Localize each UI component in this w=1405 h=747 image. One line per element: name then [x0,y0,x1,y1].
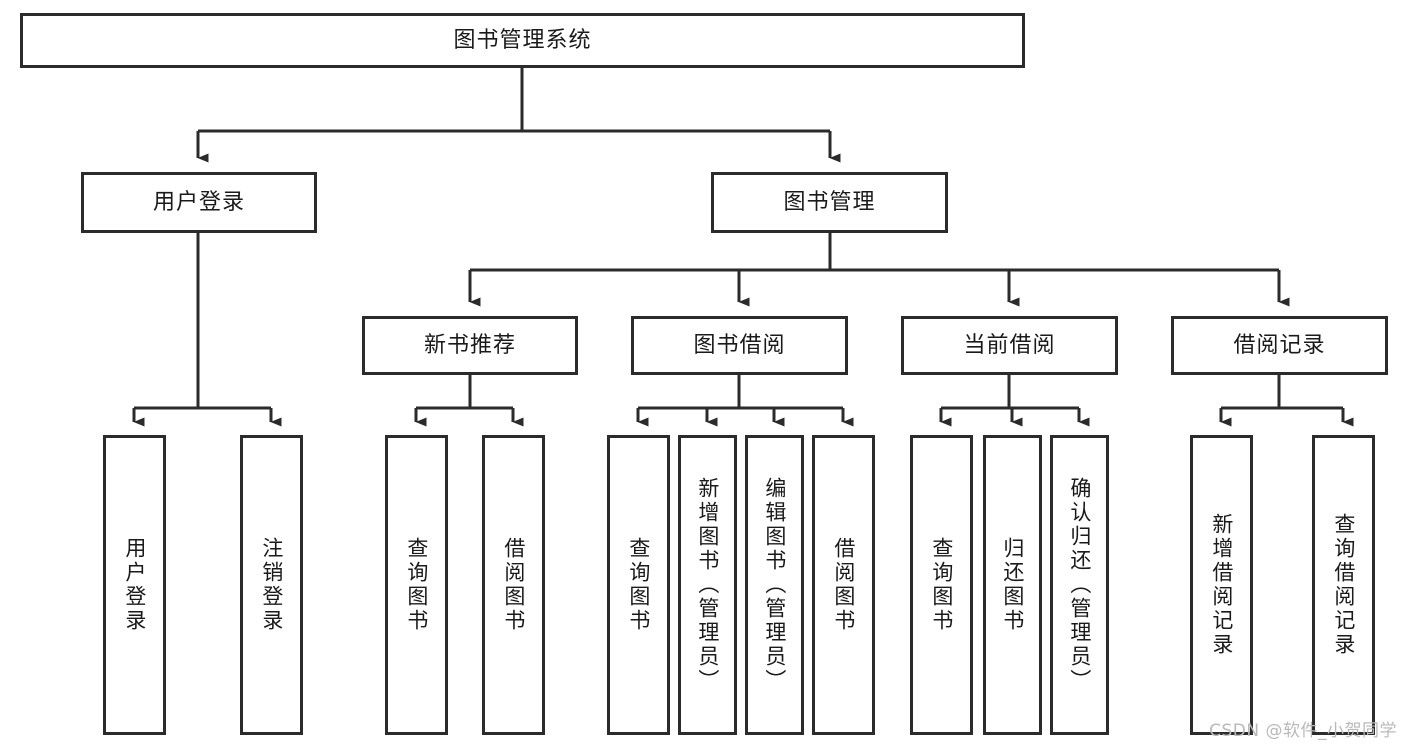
leaf-return-book[interactable]: 归还图书 [983,435,1042,735]
leaf-user-login[interactable]: 用户登录 [103,435,166,735]
node-user-login-label: 用户登录 [152,189,245,215]
node-book-manage[interactable]: 图书管理 [711,172,948,233]
leaf-query-borrow-record[interactable]: 查询借阅记录 [1312,435,1375,735]
node-root[interactable]: 图书管理系统 [20,13,1025,68]
leaf-add-book[interactable]: 新增图书（管理员） [678,435,737,735]
node-book-manage-label: 图书管理 [783,189,876,215]
node-book-borrow[interactable]: 图书借阅 [631,316,848,375]
node-borrow-record-label: 借阅记录 [1233,332,1326,358]
leaf-edit-book[interactable]: 编辑图书（管理员） [745,435,804,735]
leaf-query-book-recommend[interactable]: 查询图书 [385,435,448,735]
node-new-book-recommend[interactable]: 新书推荐 [362,316,578,375]
leaf-query-book-current[interactable]: 查询图书 [910,435,973,735]
node-new-book-recommend-label: 新书推荐 [423,332,516,358]
leaf-query-book-borrow[interactable]: 查询图书 [607,435,670,735]
leaf-borrow-book[interactable]: 借阅图书 [812,435,875,735]
leaf-borrow-book-recommend[interactable]: 借阅图书 [482,435,545,735]
leaf-borrow-book-label: 借阅图书 [831,537,856,633]
leaf-confirm-return-label: 确认归还（管理员） [1067,477,1092,693]
leaf-return-book-label: 归还图书 [1000,537,1025,633]
node-root-label: 图书管理系统 [453,27,592,53]
leaf-confirm-return[interactable]: 确认归还（管理员） [1050,435,1109,735]
leaf-logout[interactable]: 注销登录 [240,435,303,735]
node-current-borrow-label: 当前借阅 [963,332,1056,358]
leaf-query-book-current-label: 查询图书 [929,537,954,633]
leaf-user-login-label: 用户登录 [122,537,147,633]
leaf-query-book-borrow-label: 查询图书 [626,537,651,633]
leaf-add-borrow-record[interactable]: 新增借阅记录 [1190,435,1253,735]
leaf-query-book-recommend-label: 查询图书 [404,537,429,633]
node-user-login[interactable]: 用户登录 [81,172,317,233]
leaf-query-borrow-record-label: 查询借阅记录 [1331,513,1356,657]
leaf-add-borrow-record-label: 新增借阅记录 [1209,513,1234,657]
leaf-edit-book-label: 编辑图书（管理员） [762,477,787,693]
leaf-logout-label: 注销登录 [259,537,284,633]
leaf-borrow-book-recommend-label: 借阅图书 [501,537,526,633]
node-current-borrow[interactable]: 当前借阅 [901,316,1118,375]
leaf-add-book-label: 新增图书（管理员） [695,477,720,693]
node-borrow-record[interactable]: 借阅记录 [1171,316,1388,375]
node-book-borrow-label: 图书借阅 [693,332,786,358]
